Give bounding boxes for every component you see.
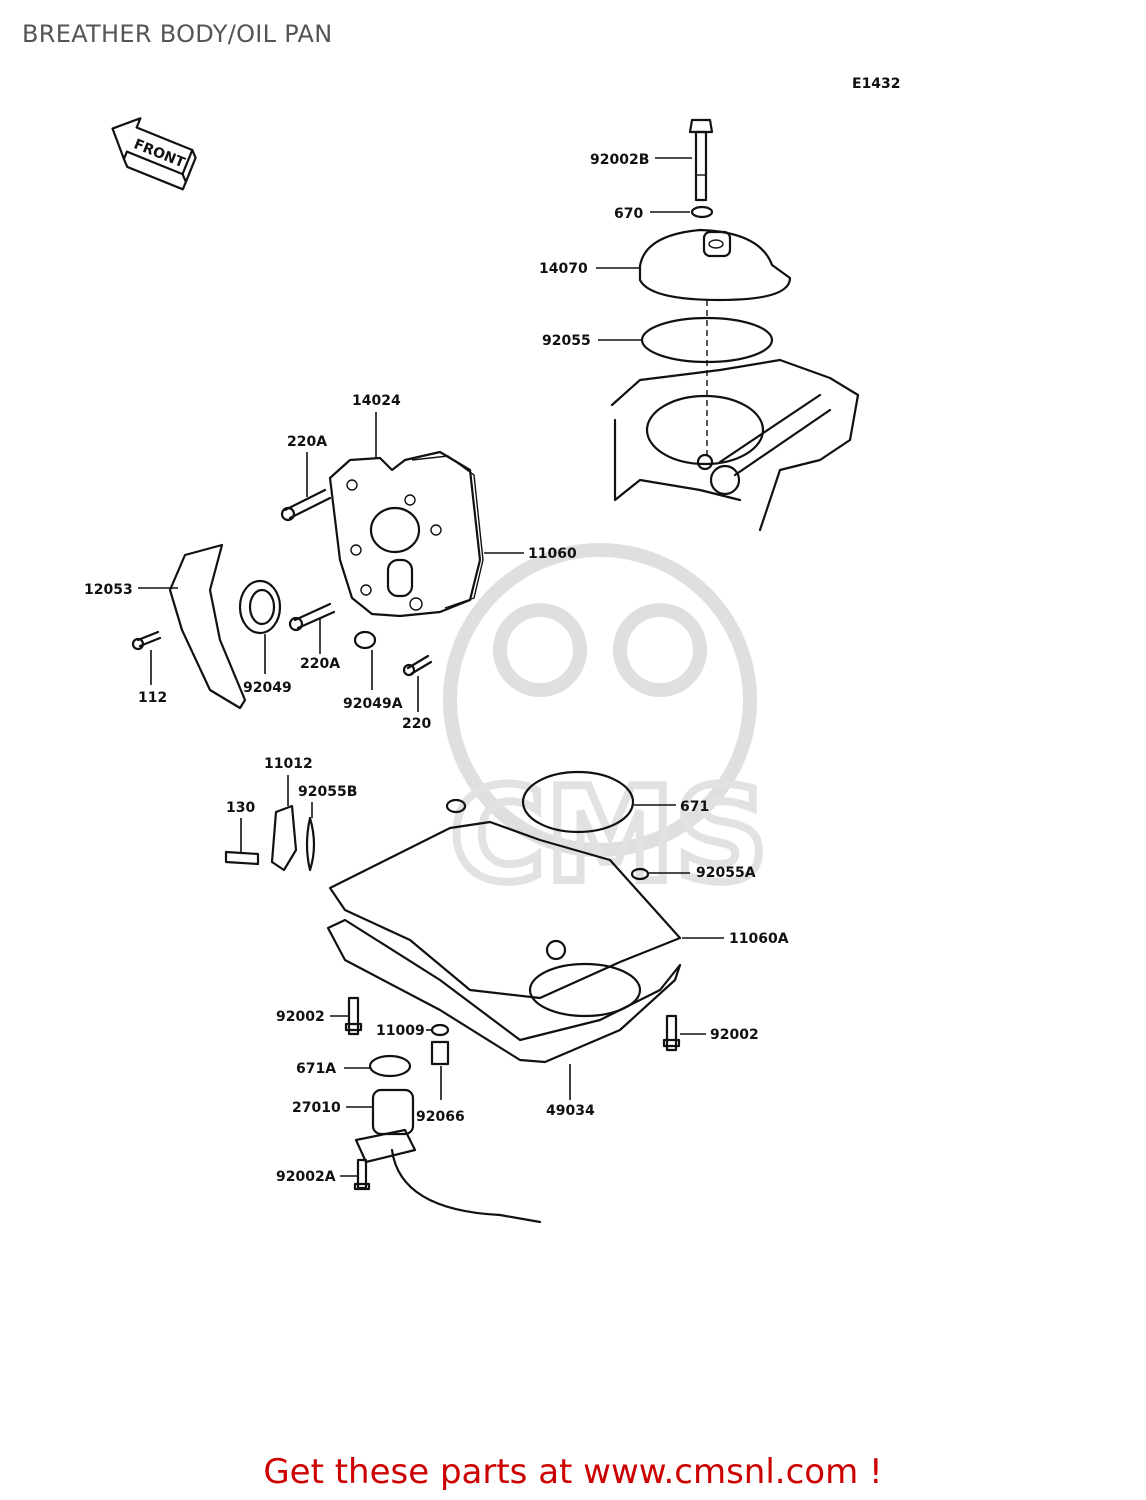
part-labels: 92002B 670 14070 92055 14024 220A 11060 … — [84, 152, 789, 1185]
label-220a-top: 220A — [287, 434, 327, 450]
watermark-logo: CMS — [443, 543, 772, 915]
breather-body-14024 — [328, 450, 484, 618]
watermark-text: CMS — [450, 759, 768, 911]
label-11060a: 11060A — [729, 931, 789, 947]
o-ring-92055b — [305, 816, 316, 872]
bolt-112 — [131, 630, 162, 651]
diagram-code: E1432 — [852, 76, 901, 92]
bolt-92002b — [688, 118, 714, 202]
label-92066: 92066 — [416, 1109, 465, 1125]
label-92055b: 92055B — [298, 784, 357, 800]
label-11060: 11060 — [528, 546, 577, 562]
label-92002b: 92002B — [590, 152, 649, 168]
front-arrow-icon: FRONT — [111, 117, 197, 191]
label-92002a: 92002A — [276, 1169, 336, 1185]
label-49034: 49034 — [546, 1103, 595, 1119]
label-220: 220 — [402, 716, 431, 732]
label-92002-right: 92002 — [710, 1027, 759, 1043]
breather-cover-14070 — [638, 228, 792, 302]
oil-pan-49034 — [326, 918, 682, 1064]
bolt-220 — [402, 654, 433, 677]
washer-92055a — [630, 867, 650, 881]
page-title: BREATHER BODY/OIL PAN — [22, 20, 333, 48]
label-112: 112 — [138, 690, 167, 706]
washer-top — [445, 798, 467, 814]
bolt-220a-bottom — [288, 602, 336, 632]
label-14070: 14070 — [539, 261, 588, 277]
label-670: 670 — [614, 206, 643, 222]
label-92055a: 92055A — [696, 865, 756, 881]
label-11012: 11012 — [264, 756, 313, 772]
leader-lines — [138, 157, 724, 1177]
label-11009: 11009 — [376, 1023, 425, 1039]
bolt-130 — [224, 850, 260, 866]
washer-670 — [690, 205, 714, 219]
bolt-92002-right — [662, 1014, 681, 1052]
label-130: 130 — [226, 800, 255, 816]
label-92055: 92055 — [542, 333, 591, 349]
label-27010: 27010 — [292, 1100, 341, 1116]
label-92049a: 92049A — [343, 696, 403, 712]
label-14024: 14024 — [352, 393, 401, 409]
plate-12053 — [168, 543, 247, 710]
bolt-92002-left — [344, 996, 363, 1036]
engine-case-fragment — [610, 300, 860, 532]
o-ring-671 — [521, 770, 635, 834]
o-ring-671a — [368, 1054, 412, 1078]
label-92002-left: 92002 — [276, 1009, 325, 1025]
label-12053: 12053 — [84, 582, 133, 598]
bolt-92002a — [353, 1158, 371, 1191]
label-671a: 671A — [296, 1061, 336, 1077]
cap-92049a — [353, 630, 377, 650]
parts-diagram: CMS FRONT — [84, 117, 860, 1224]
oil-seal-92049 — [238, 579, 282, 635]
bolt-220a-top — [280, 488, 332, 522]
plate-11012 — [270, 804, 298, 872]
oil-switch-27010 — [354, 1088, 542, 1224]
footer-link[interactable]: Get these parts at www.cmsnl.com ! — [263, 1452, 883, 1492]
label-671: 671 — [680, 799, 709, 815]
washer-11009 — [430, 1023, 450, 1037]
label-220a-bottom: 220A — [300, 656, 340, 672]
label-92049: 92049 — [243, 680, 292, 696]
oil-pan-gasket-11060a — [328, 820, 682, 1000]
plug-92066 — [430, 1040, 450, 1066]
